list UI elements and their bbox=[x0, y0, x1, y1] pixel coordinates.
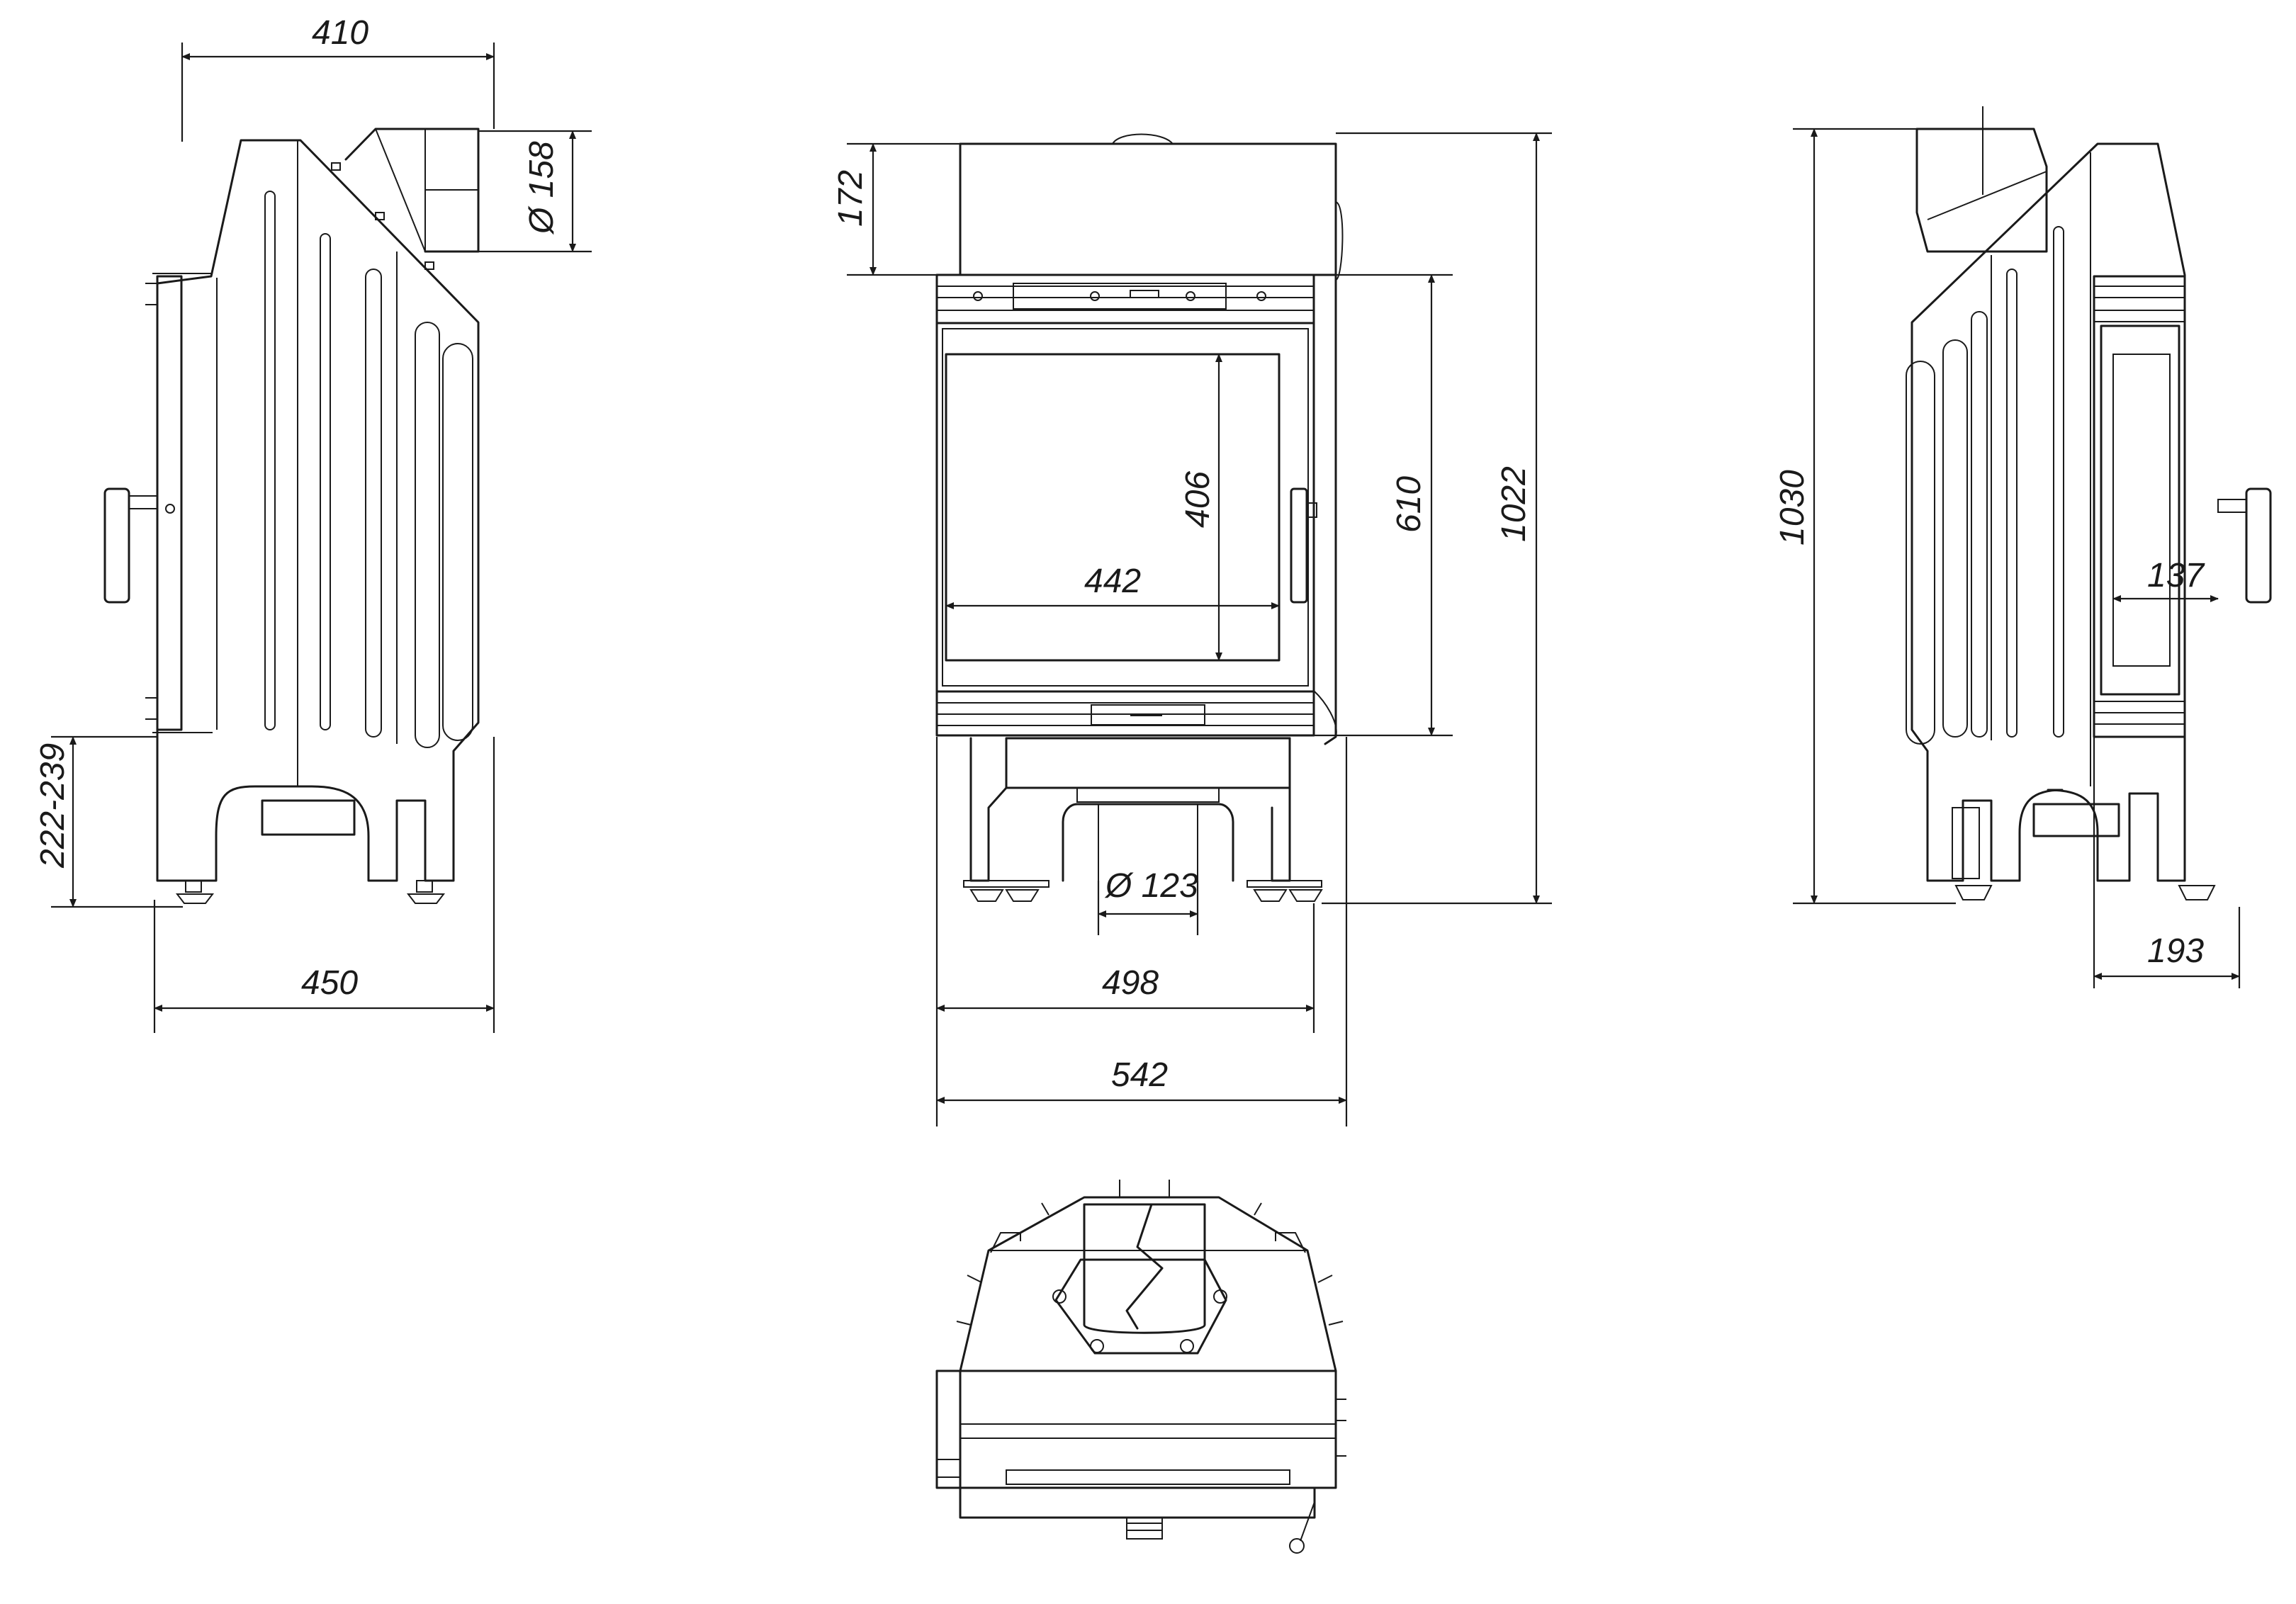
dim-air-inlet-diameter: Ø 123 bbox=[1104, 867, 1198, 905]
dimensions-left-view: 410 Ø 158 450 222-239 bbox=[34, 14, 592, 1033]
dim-right-base-width: 193 bbox=[2147, 932, 2204, 970]
dim-front-width-outer: 542 bbox=[1111, 1056, 1168, 1094]
front-view bbox=[935, 133, 1344, 902]
dim-overall-height-right: 1030 bbox=[1774, 470, 1811, 546]
dim-overall-height-front: 1022 bbox=[1495, 466, 1533, 542]
dim-foot-height: 222-239 bbox=[34, 743, 72, 869]
dimensions-right-view: 1030 137 193 bbox=[1774, 128, 2241, 988]
side-view-left bbox=[103, 128, 480, 904]
top-view bbox=[935, 1180, 1346, 1554]
dim-base-width-side: 450 bbox=[301, 964, 358, 1002]
dim-top-width: 410 bbox=[312, 14, 368, 52]
dim-front-width-inner: 498 bbox=[1102, 964, 1159, 1002]
dim-door-height: 610 bbox=[1390, 476, 1428, 533]
dimensions-front-view: 172 1022 610 406 442 Ø 123 498 542 bbox=[832, 132, 1552, 1126]
dim-glass-width: 442 bbox=[1084, 563, 1141, 600]
dim-side-glass-width: 137 bbox=[2147, 557, 2205, 594]
dim-flue-diameter-side: Ø 158 bbox=[523, 141, 561, 235]
dim-top-hood-height: 172 bbox=[832, 170, 870, 227]
side-view-right bbox=[1906, 106, 2272, 900]
dim-glass-height: 406 bbox=[1179, 471, 1217, 528]
